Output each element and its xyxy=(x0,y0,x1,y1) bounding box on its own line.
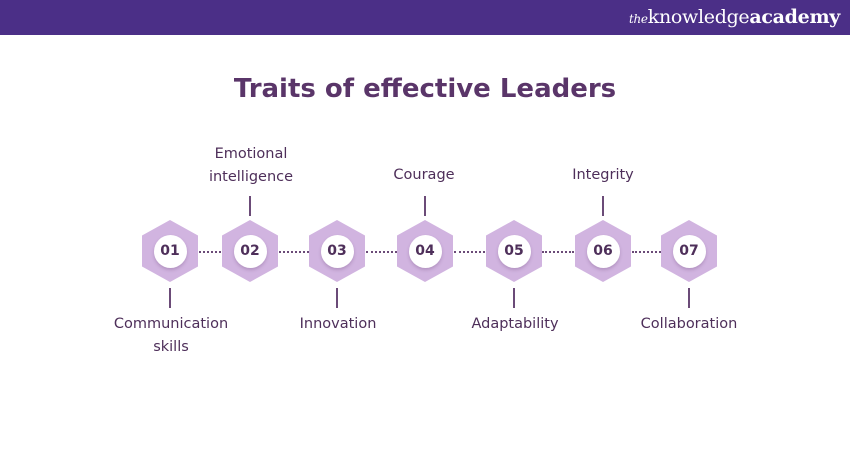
step-label-03-line1: Innovation xyxy=(299,316,377,332)
step-number-03: 03 xyxy=(320,234,354,268)
step-label-01: Communication skills xyxy=(101,313,241,359)
step-hexagon-05: 05 xyxy=(486,220,542,282)
step-stem-06 xyxy=(602,196,604,216)
step-stem-01 xyxy=(169,288,171,308)
step-label-05-line1: Adaptability xyxy=(471,316,559,332)
header-bar: theknowledgeacademy xyxy=(0,0,850,35)
step-label-06: Integrity xyxy=(533,164,673,187)
step-label-02-line2: intelligence xyxy=(208,169,294,185)
step-label-04: Courage xyxy=(354,164,494,187)
connector-04-05 xyxy=(454,251,485,253)
step-stem-05 xyxy=(513,288,515,308)
step-label-02-line1: Emotional xyxy=(214,146,288,162)
step-hexagon-03: 03 xyxy=(309,220,365,282)
connector-01-02 xyxy=(199,251,221,253)
step-label-01-line1: Communication xyxy=(113,316,229,332)
connector-05-06 xyxy=(542,251,574,253)
step-label-06-line1: Integrity xyxy=(572,167,634,183)
step-label-01-line2: skills xyxy=(153,339,189,355)
brand-the: the xyxy=(628,12,648,26)
step-number-05: 05 xyxy=(497,234,531,268)
step-stem-02 xyxy=(249,196,251,216)
brand-logo: theknowledgeacademy xyxy=(629,6,840,28)
step-number-07: 07 xyxy=(672,234,706,268)
step-number-04: 04 xyxy=(408,234,442,268)
step-label-04-line1: Courage xyxy=(393,167,455,183)
connector-03-04 xyxy=(366,251,397,253)
step-hexagon-01: 01 xyxy=(142,220,198,282)
step-label-03: Innovation xyxy=(268,313,408,336)
connector-06-07 xyxy=(632,251,661,253)
step-hexagon-07: 07 xyxy=(661,220,717,282)
step-label-02: Emotional intelligence xyxy=(181,143,321,189)
step-number-02: 02 xyxy=(233,234,267,268)
brand-knowledge: knowledge xyxy=(647,6,750,28)
step-label-07: Collaboration xyxy=(619,313,759,336)
step-stem-03 xyxy=(336,288,338,308)
step-label-07-line1: Collaboration xyxy=(640,316,738,332)
step-hexagon-04: 04 xyxy=(397,220,453,282)
step-hexagon-02: 02 xyxy=(222,220,278,282)
step-label-05: Adaptability xyxy=(445,313,585,336)
step-hexagon-06: 06 xyxy=(575,220,631,282)
brand-academy: academy xyxy=(749,6,840,28)
page-title: Traits of effective Leaders xyxy=(233,74,617,104)
step-number-01: 01 xyxy=(153,234,187,268)
step-number-06: 06 xyxy=(586,234,620,268)
connector-02-03 xyxy=(279,251,309,253)
step-stem-04 xyxy=(424,196,426,216)
step-stem-07 xyxy=(688,288,690,308)
